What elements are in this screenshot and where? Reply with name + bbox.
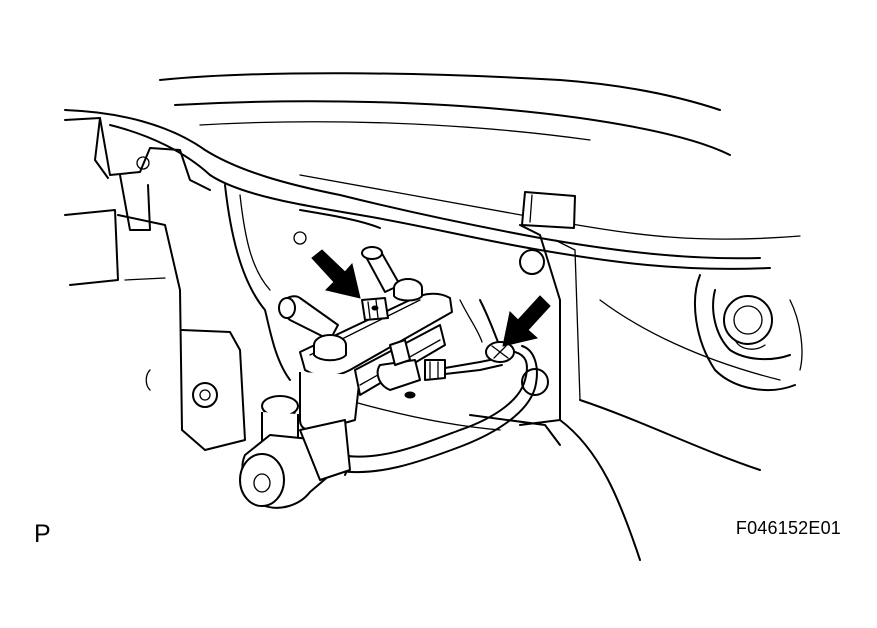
corner-label: P [34, 520, 51, 548]
figure-code: F046152E01 [735, 518, 841, 538]
vehicle-body-panels [64, 72, 803, 561]
arrow-icon [502, 295, 551, 347]
master-cylinder-assembly [239, 246, 538, 509]
arrow-icon [311, 249, 361, 299]
